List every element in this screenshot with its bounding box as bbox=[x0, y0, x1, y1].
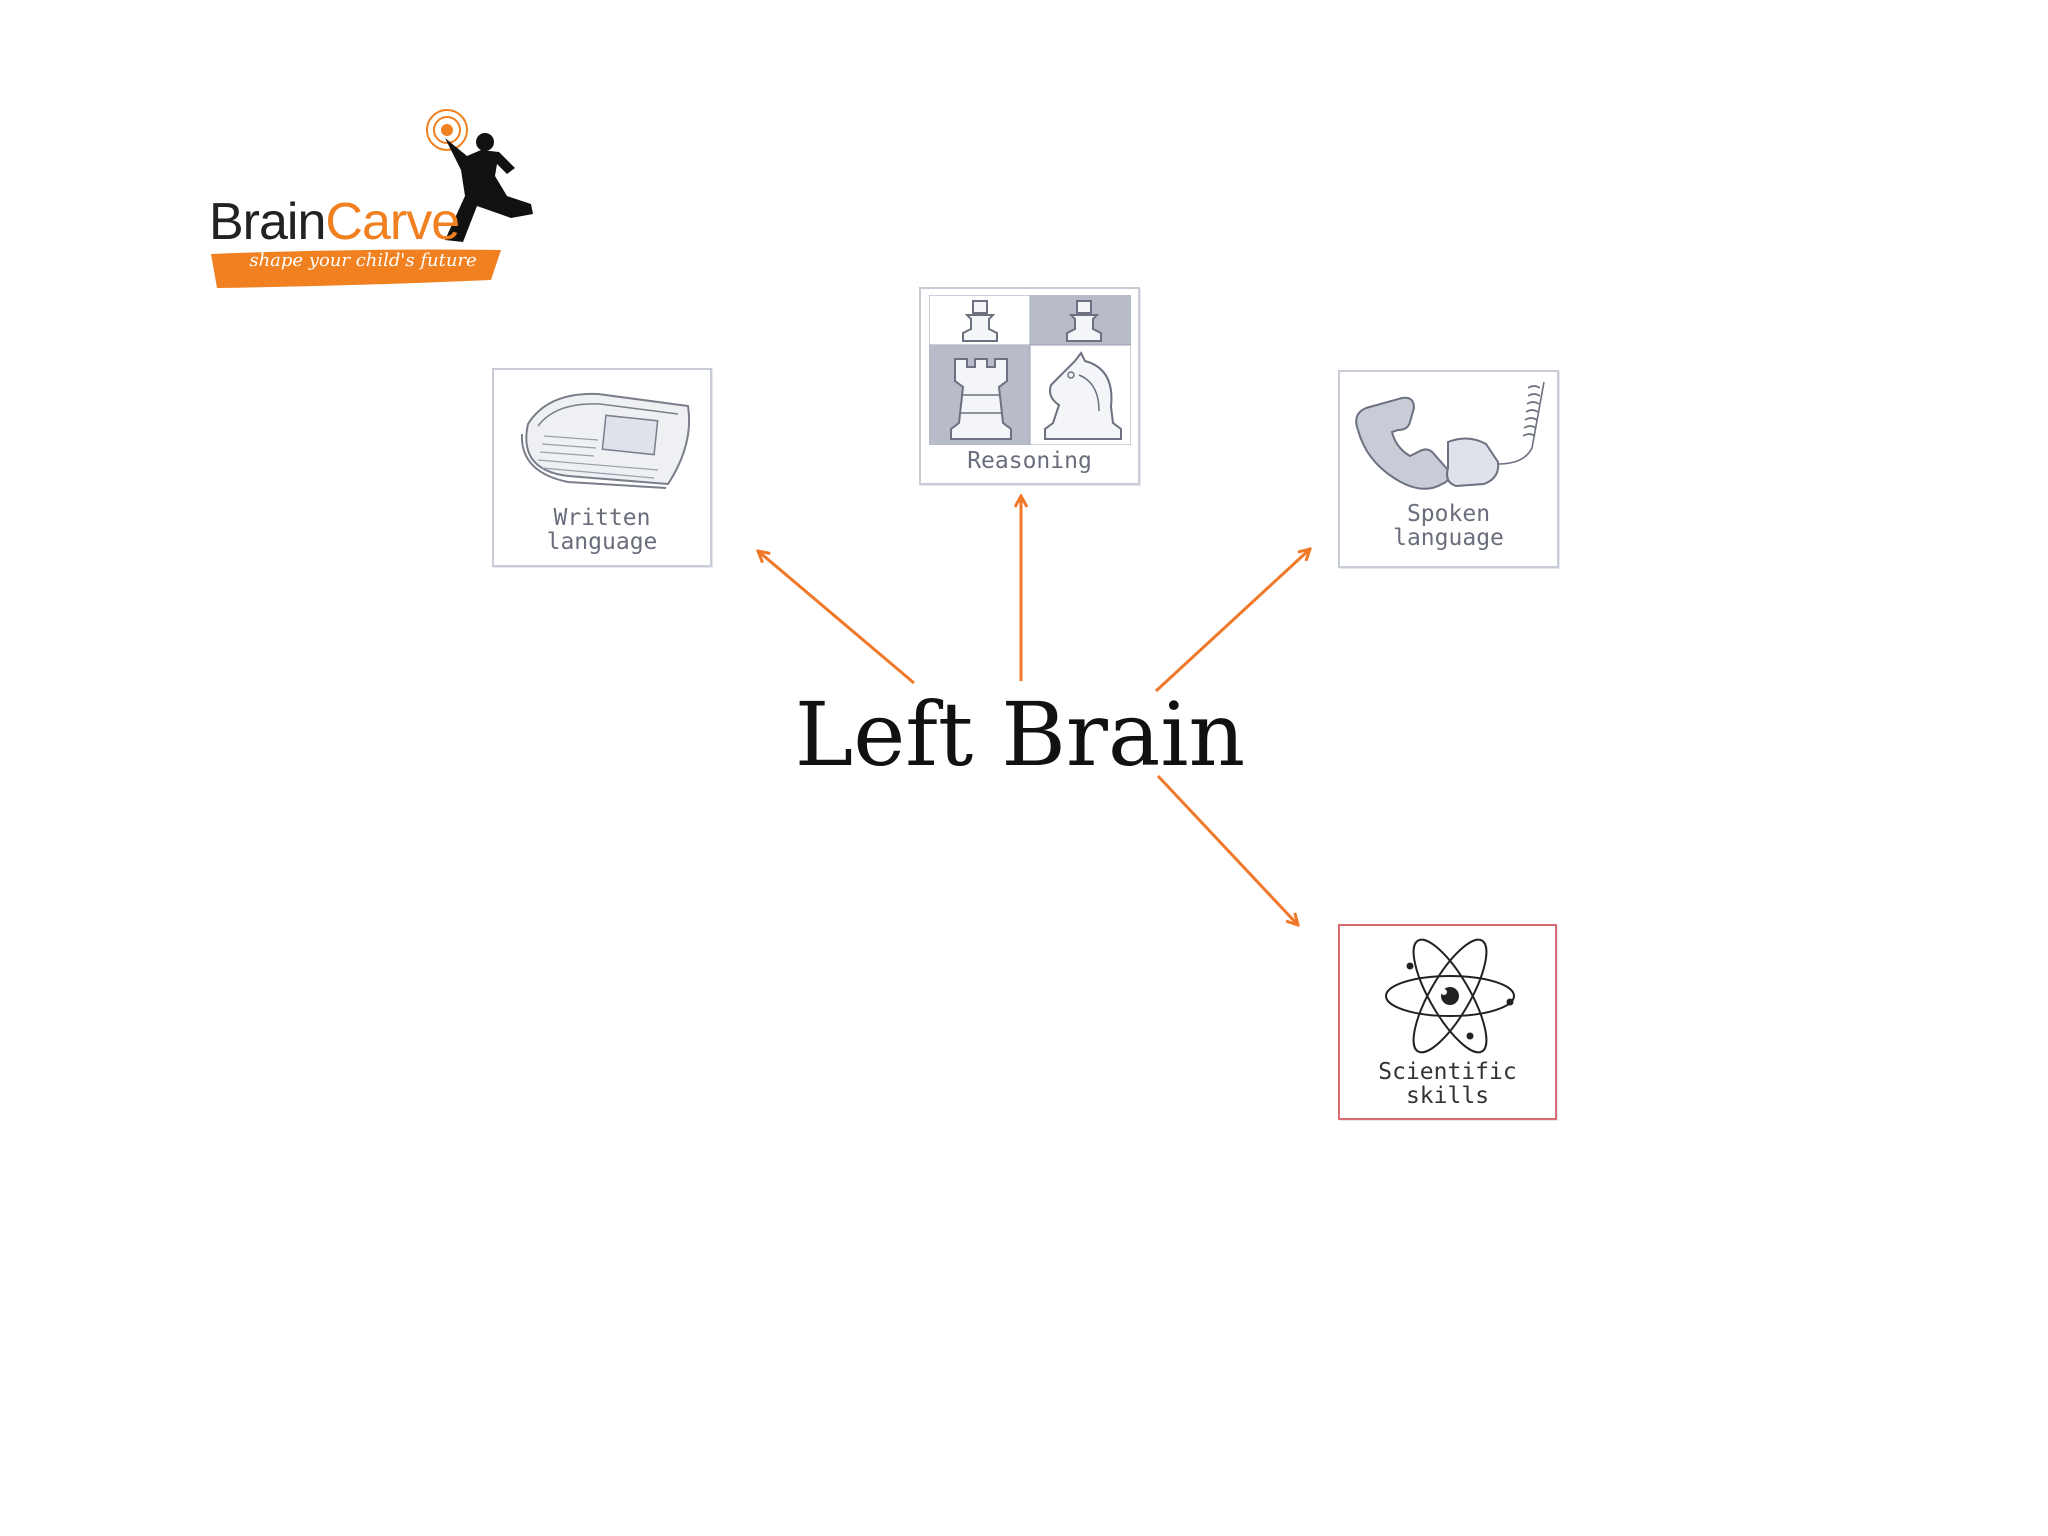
rook-piece bbox=[950, 358, 1012, 440]
card-label: Scientific skills bbox=[1378, 1059, 1517, 1109]
tagline-banner bbox=[211, 249, 501, 288]
arrow-to-scientific-skills bbox=[1156, 774, 1298, 925]
brand-tagline: shape your child's future bbox=[249, 250, 477, 271]
card-reasoning: Reasoning bbox=[919, 287, 1140, 485]
brand-name-part2: Carve bbox=[325, 193, 460, 251]
card-scientific-skills: Scientific skills bbox=[1338, 924, 1557, 1120]
knight-piece bbox=[1044, 351, 1122, 440]
chess-icon bbox=[929, 295, 1131, 445]
arrow-to-written-language bbox=[758, 551, 915, 685]
card-label: Reasoning bbox=[967, 448, 1092, 474]
card-spoken-language: Spoken language bbox=[1338, 370, 1559, 568]
brand-name: BrainCarve bbox=[209, 192, 460, 252]
diagram-title: Left Brain bbox=[794, 683, 1246, 786]
card-label: Written language bbox=[546, 505, 658, 555]
card-label: Spoken language bbox=[1393, 501, 1504, 551]
newspaper-icon bbox=[520, 392, 691, 489]
arrow-to-spoken-language bbox=[1154, 549, 1310, 693]
telephone-icon bbox=[1355, 381, 1545, 490]
atom-icon bbox=[1385, 938, 1515, 1054]
jumping-child-icon bbox=[426, 109, 533, 242]
braincarve-logo: BrainCarve shape your child's future bbox=[205, 100, 550, 300]
card-written-language: Written language bbox=[492, 368, 712, 567]
brand-name-part1: Brain bbox=[209, 193, 326, 251]
